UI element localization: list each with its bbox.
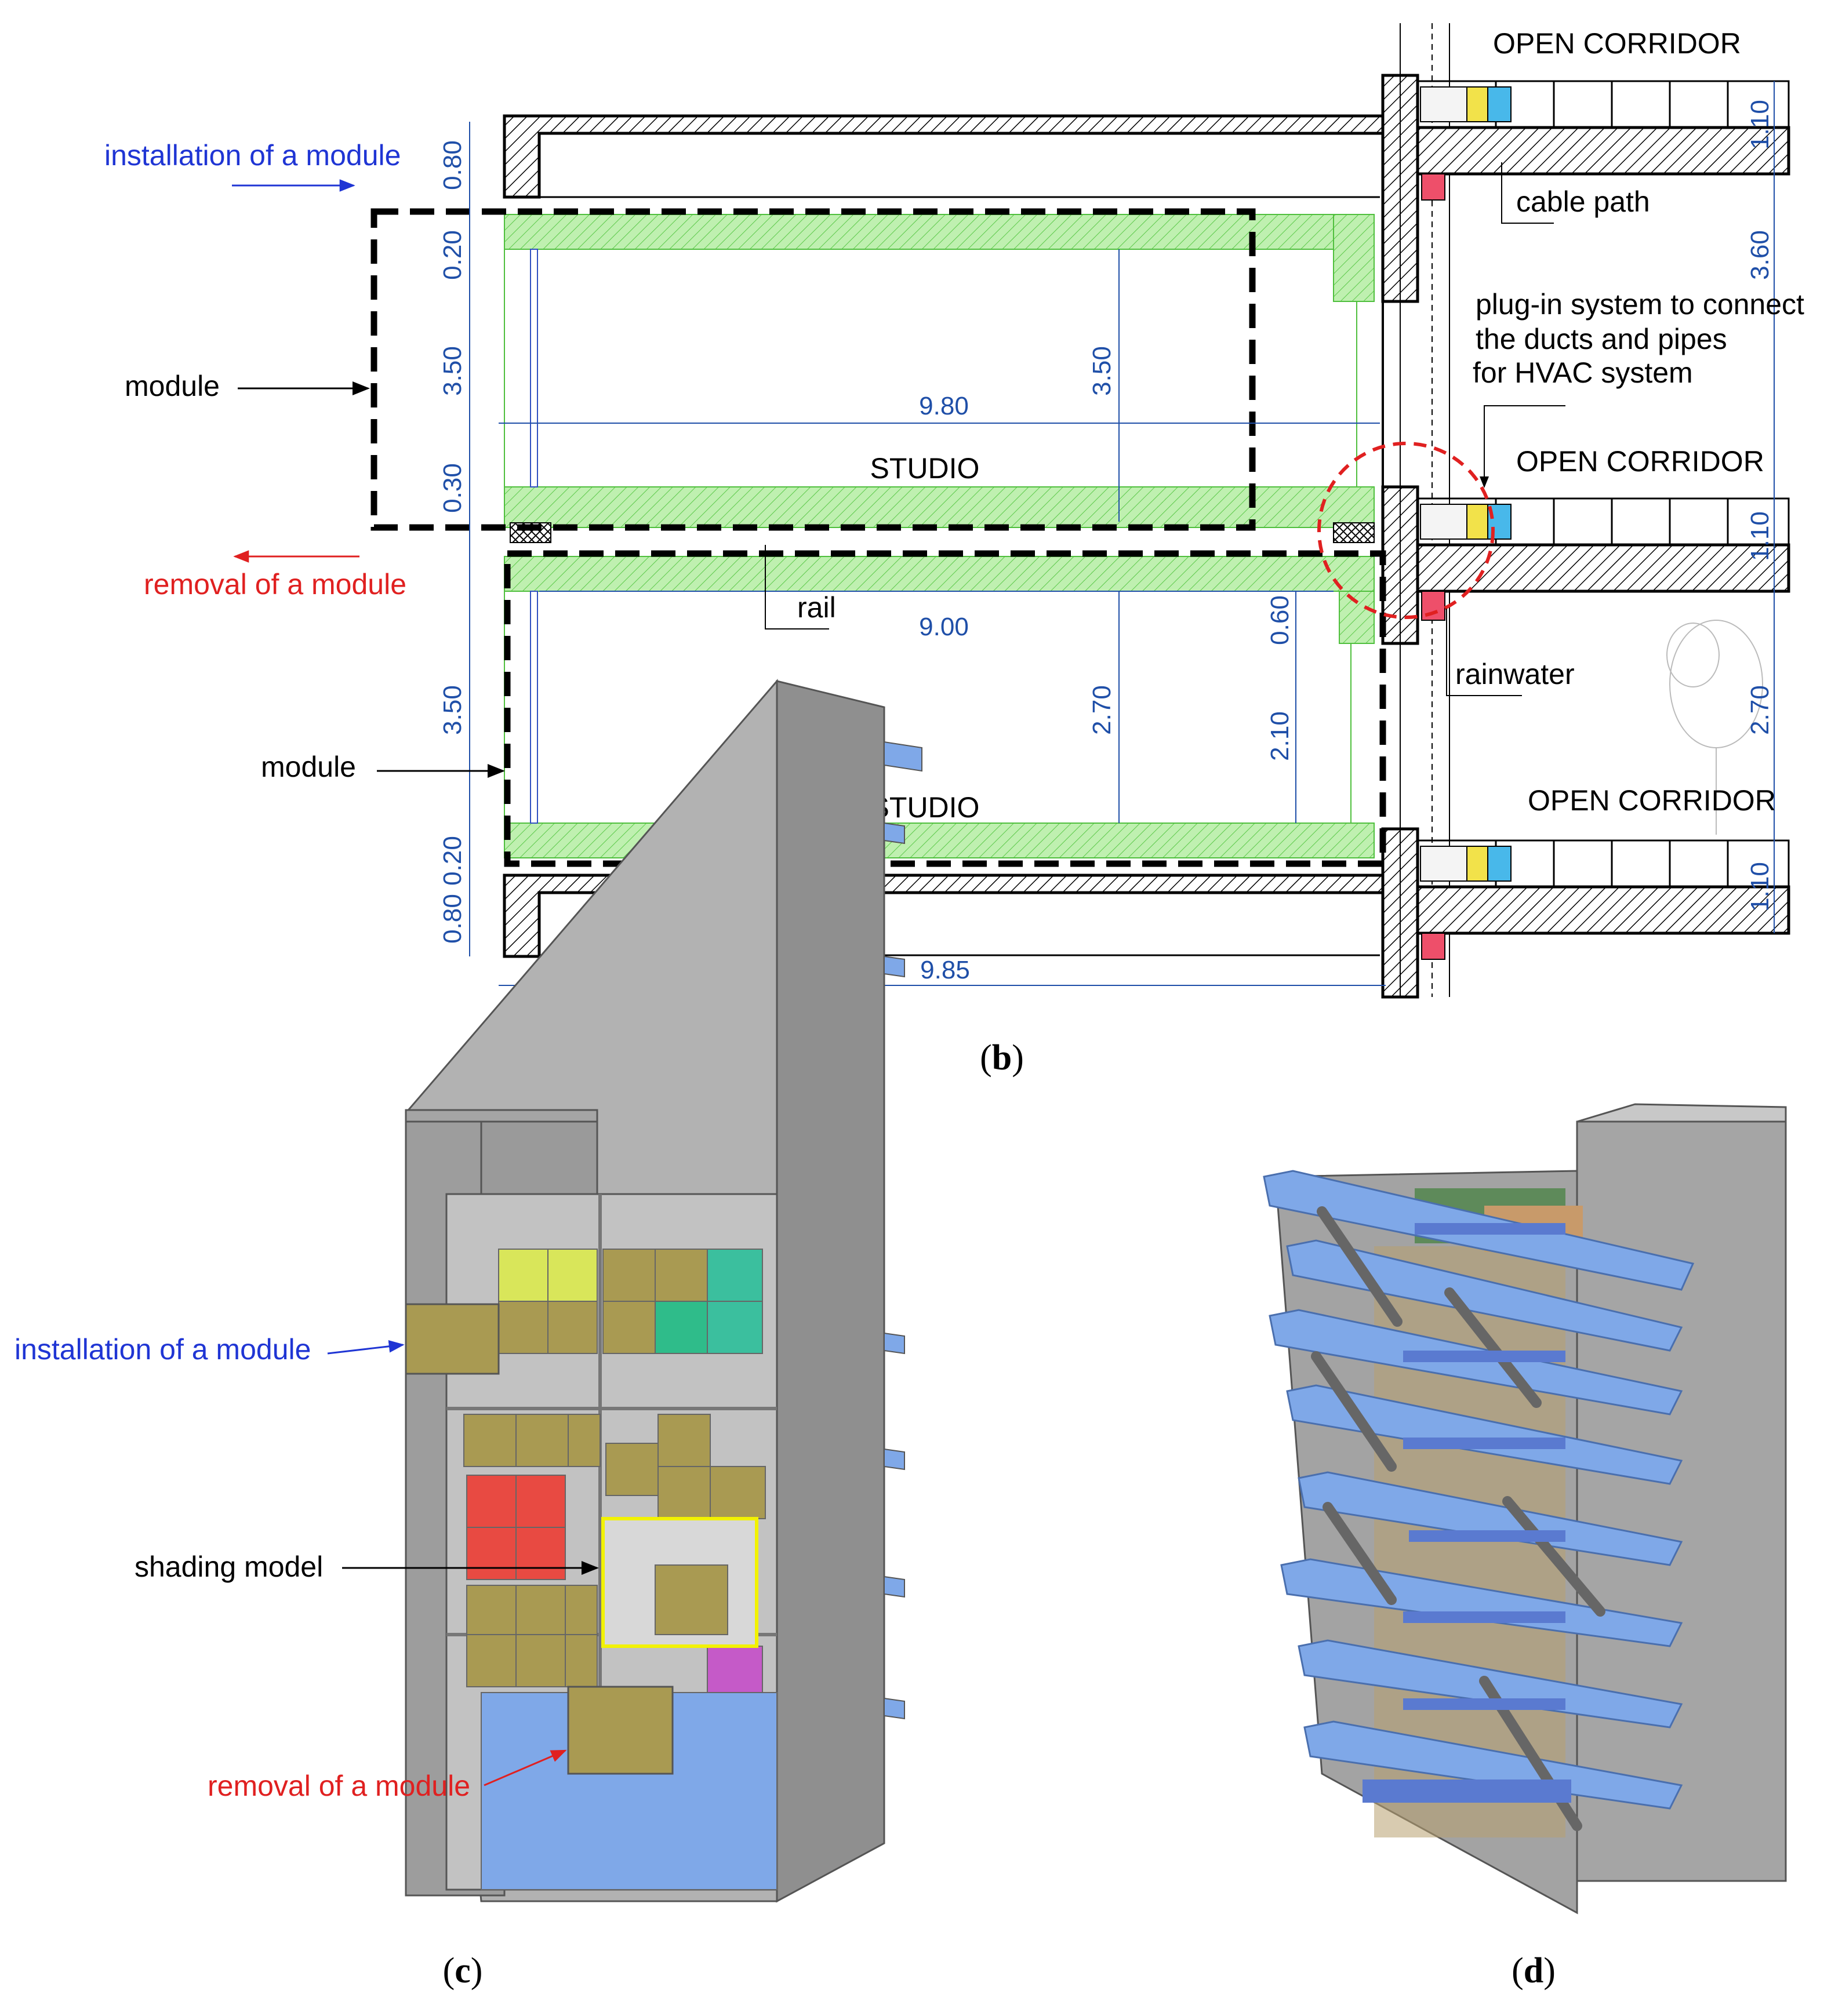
removal-label-c: removal of a module <box>208 1770 470 1802</box>
removed-module-c <box>567 1686 674 1775</box>
module-label-lower: module <box>261 751 356 783</box>
top-slab <box>503 114 1393 199</box>
building-d-tower <box>1576 1120 1787 1882</box>
plugin-leader <box>1480 405 1565 488</box>
building-c-roof-box <box>480 1120 598 1198</box>
rainwater-leader <box>1446 609 1522 696</box>
plugin-label-line1: plug-in system to connect <box>1476 288 1804 321</box>
dim-3-60: 3.60 <box>1746 230 1774 280</box>
plug-in-detail-circle <box>1317 442 1495 619</box>
installed-module-c <box>405 1303 500 1375</box>
dim-0-20-top: 0.20 <box>438 230 467 280</box>
building-c-side-face <box>776 680 885 1903</box>
dim-3-50-lower: 3.50 <box>438 685 467 735</box>
plugin-label-line3: for HVAC system <box>1473 356 1693 389</box>
module-grid-c <box>463 1249 778 1890</box>
dim-1-10-top: 1.10 <box>1746 100 1774 150</box>
open-corridor-top: OPEN CORRIDOR <box>1493 27 1741 60</box>
rainwater-label: rainwater <box>1455 658 1575 690</box>
dim-2-10: 2.10 <box>1266 711 1294 761</box>
dim-0-60: 0.60 <box>1266 595 1294 645</box>
dim-3-50-inner: 3.50 <box>1088 346 1116 396</box>
rainwater-gutters <box>1421 173 1445 960</box>
corridor-railings <box>1416 80 1790 888</box>
caption-b: (b) <box>980 1038 1024 1078</box>
installation-label-c: installation of a module <box>14 1333 311 1366</box>
support-block-right <box>1333 522 1375 543</box>
dim-3-50-upper: 3.50 <box>438 346 467 396</box>
shading-model-label: shading model <box>135 1551 323 1583</box>
dim-9-80: 9.80 <box>919 392 969 420</box>
panel-b-section-drawing <box>370 23 1790 999</box>
tree-sketch <box>1666 620 1763 835</box>
dim-0-30: 0.30 <box>438 463 467 513</box>
installation-arrow-c <box>327 1340 405 1355</box>
removal-label-b: removal of a module <box>144 568 406 601</box>
rail-label-upper: rail <box>797 591 836 624</box>
rail-leader-upper <box>765 545 829 629</box>
window-strips-d <box>1363 1223 1571 1803</box>
studio-label-upper: STUDIO <box>870 452 980 485</box>
cable-path-leader <box>1501 162 1554 224</box>
upper-module-structure <box>504 214 1375 528</box>
cable-path-label: cable path <box>1516 185 1650 218</box>
open-corridor-middle: OPEN CORRIDOR <box>1516 445 1764 478</box>
dim-1-10-middle: 1.10 <box>1746 511 1774 561</box>
dim-0-80-bottom: 0.80 <box>438 894 467 944</box>
dim-9-85: 9.85 <box>920 956 970 984</box>
side-balconies-c <box>884 741 922 1720</box>
dim-2-70-right: 2.70 <box>1746 685 1774 735</box>
caption-d: (d) <box>1512 1951 1556 1990</box>
hvac-duct-bundles <box>1420 86 1512 882</box>
panel-d-building-render: (d) <box>1263 1103 1787 1990</box>
plugin-label-line2: the ducts and pipes <box>1476 323 1727 355</box>
shading-model-module <box>655 1564 728 1635</box>
open-corridor-bottom: OPEN CORRIDOR <box>1528 784 1776 817</box>
dim-9-00: 9.00 <box>919 613 969 641</box>
dim-1-10-bottom: 1.10 <box>1746 862 1774 912</box>
installation-label-b: installation of a module <box>104 139 401 172</box>
lower-module-outline <box>504 550 1386 867</box>
panel-c-building-render: installation of a module shading model r… <box>14 678 922 1990</box>
removal-arrow-c <box>484 1749 567 1786</box>
caption-c: (c) <box>443 1951 483 1990</box>
building-d-tower-top <box>1576 1103 1787 1123</box>
dim-0-80-top: 0.80 <box>438 140 467 190</box>
upper-module-outline <box>370 208 1256 531</box>
dim-2-70: 2.70 <box>1088 685 1116 735</box>
dim-0-20-bottom: 0.20 <box>438 836 467 886</box>
studio-label-lower: STUDIO <box>870 791 980 824</box>
module-label-upper: module <box>125 370 220 402</box>
